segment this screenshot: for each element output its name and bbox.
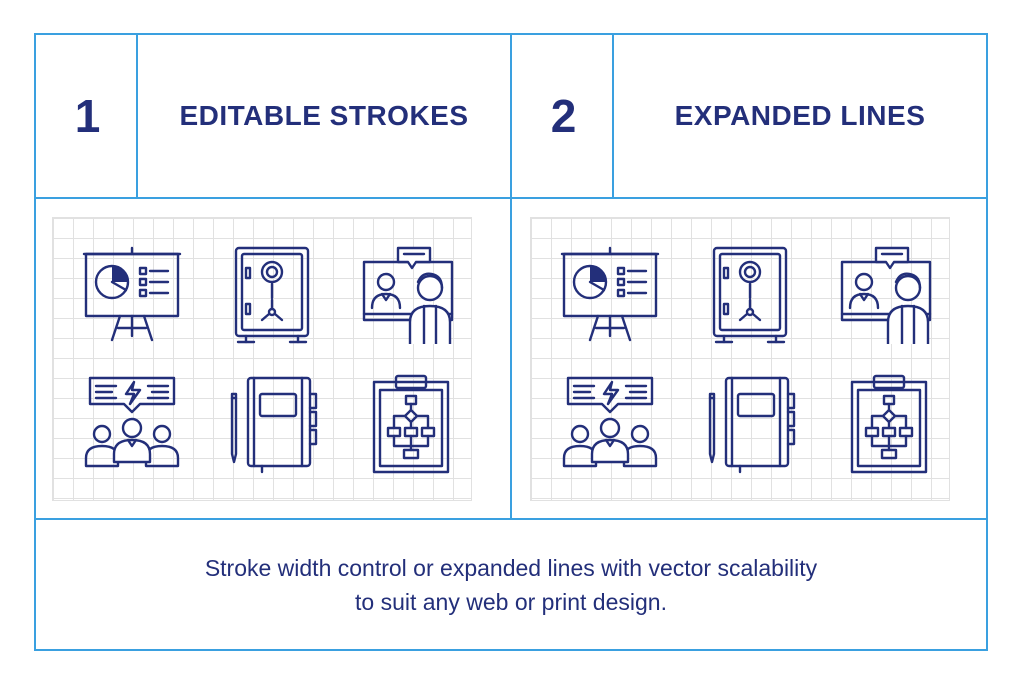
- video-call-icon: [838, 244, 938, 344]
- caption: Stroke width control or expanded lines w…: [36, 520, 986, 650]
- divider-number-2: [612, 33, 614, 198]
- clipboard-flowchart-icon: [838, 374, 938, 474]
- panel-2-title: EXPANDED LINES: [674, 99, 926, 131]
- team-discussion-icon: [560, 374, 660, 474]
- caption-line-2: to suit any web or print design.: [355, 589, 667, 615]
- notebook-pen-icon: [700, 374, 800, 474]
- notebook-pen-icon: [222, 374, 322, 474]
- panel-1-title: EDITABLE STROKES: [179, 99, 469, 131]
- presentation-board-pie-chart-icon: [82, 244, 182, 344]
- panel-2-number: 2: [550, 89, 577, 142]
- divider-center: [510, 33, 512, 520]
- safe-vault-icon: [222, 244, 322, 344]
- divider-number-1: [136, 33, 138, 198]
- panel-1-icon-grid: [52, 217, 472, 501]
- clipboard-flowchart-icon: [360, 374, 460, 474]
- safe-vault-icon: [700, 244, 800, 344]
- video-call-icon: [360, 244, 460, 344]
- presentation-board-pie-chart-icon: [560, 244, 660, 344]
- team-discussion-icon: [82, 374, 182, 474]
- caption-line-1: Stroke width control or expanded lines w…: [204, 555, 818, 581]
- panel-1-number: 1: [74, 89, 101, 142]
